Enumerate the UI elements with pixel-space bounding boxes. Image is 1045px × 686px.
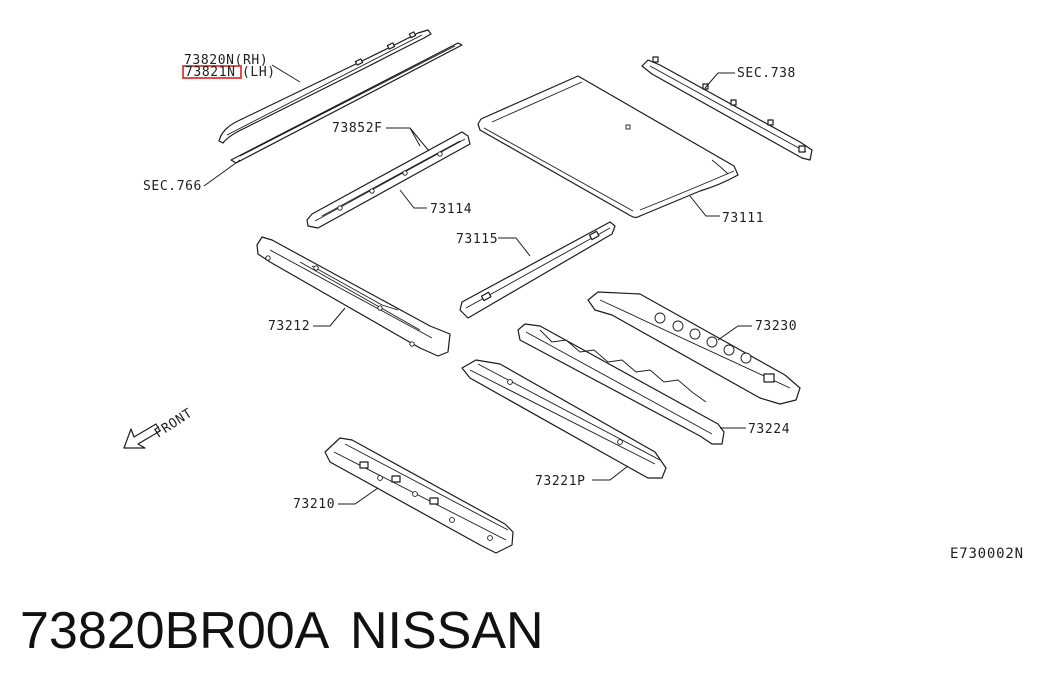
label-73224: 73224	[748, 422, 790, 437]
label-73212: 73212	[268, 319, 310, 334]
caption-part-number: 73820BR00A	[20, 602, 330, 660]
leader-73114	[399, 189, 427, 209]
label-73111: 73111	[722, 211, 764, 226]
leader-73212	[313, 307, 346, 327]
label-73114: 73114	[430, 202, 472, 217]
header-73230-part	[587, 291, 801, 405]
header-73221p-part	[461, 359, 667, 479]
label-sec-766: SEC.766	[143, 179, 202, 194]
roof-molding-part	[218, 29, 432, 144]
label-73821n: 73821N	[185, 65, 236, 80]
label-73820n-rh: 73820N(RH)	[184, 53, 268, 68]
leader-73221p	[592, 465, 629, 481]
leader-sec-766	[203, 159, 241, 187]
leader-73230	[717, 325, 752, 341]
rail-73212-part	[256, 236, 451, 357]
label-73210: 73210	[293, 497, 335, 512]
label-73230: 73230	[755, 319, 797, 334]
caption-brand: NISSAN	[350, 602, 544, 660]
leader-molding	[271, 64, 301, 83]
roof-panel-part	[477, 75, 739, 219]
member-73210-part	[324, 437, 514, 554]
highlight-box	[182, 65, 242, 79]
leader-73852f	[386, 127, 430, 152]
label-sec-738: SEC.738	[737, 66, 796, 81]
front-arrow-icon	[123, 423, 161, 449]
bow-73115-part	[459, 221, 616, 319]
front-label: FRONT	[152, 406, 196, 442]
leader-73111	[689, 195, 720, 217]
label-73115: 73115	[456, 232, 498, 247]
bow-73224-part	[517, 323, 725, 445]
front-indicator: FRONT	[123, 406, 196, 449]
label-lh-side: (LH)	[242, 65, 276, 80]
sec-766-strip	[230, 42, 463, 164]
rail-73114-part	[306, 131, 471, 229]
figure-code: E730002N	[950, 546, 1024, 562]
leader-73210	[338, 487, 379, 505]
leader-73115	[498, 237, 531, 257]
leader-sec-738	[704, 72, 735, 89]
label-73852f: 73852F	[332, 121, 383, 136]
leader-lines	[203, 64, 752, 505]
sec-738-rail	[641, 56, 813, 161]
label-73221p: 73221P	[535, 474, 586, 489]
